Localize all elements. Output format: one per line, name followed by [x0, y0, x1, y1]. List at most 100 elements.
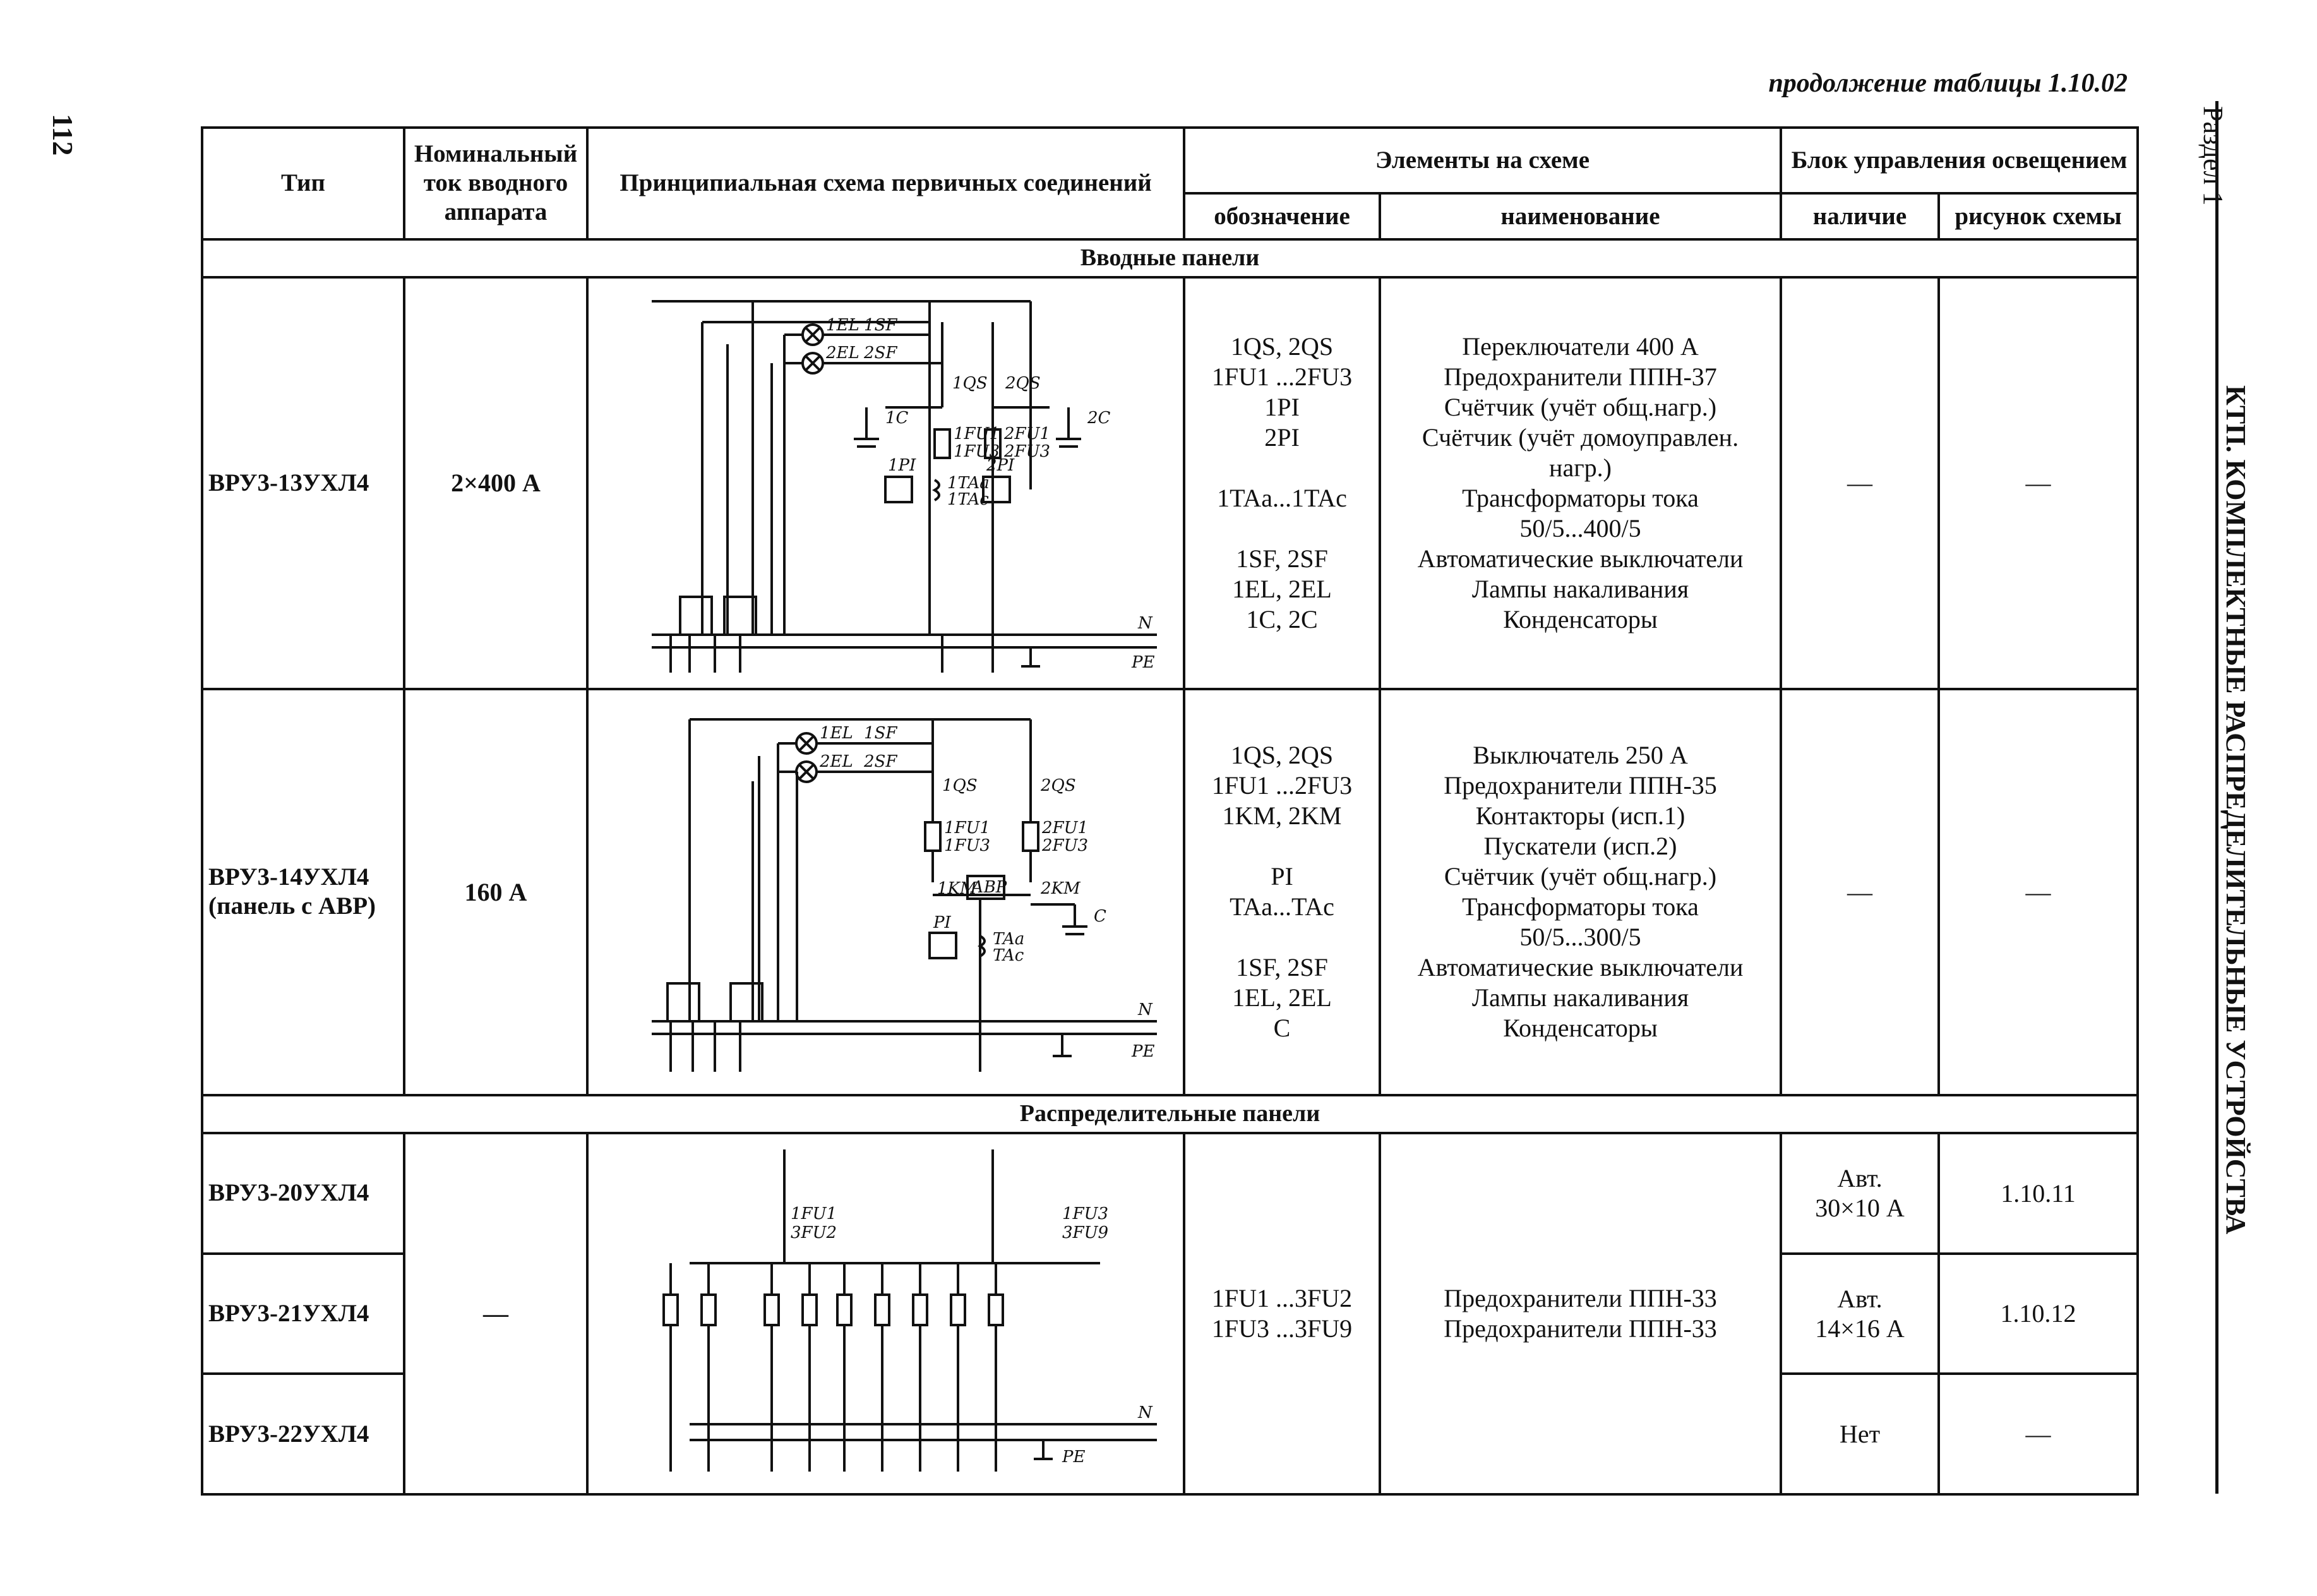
header-designation: обозначение	[1183, 192, 1381, 241]
header-figure: рисунок схемы	[1937, 192, 2140, 241]
row1-current: 2×400 А	[403, 275, 589, 691]
scheme-label: C	[1094, 907, 1106, 926]
scheme-label: 2EL	[825, 344, 859, 363]
side-section-label: Раздел 1	[2198, 106, 2229, 206]
scheme-label: TAc	[993, 946, 1024, 965]
fuse-branch	[912, 1293, 928, 1326]
fuse-branch	[874, 1293, 890, 1326]
dist-scheme: 1FU1 3FU2 1FU3 3FU9 N PE	[586, 1131, 1185, 1496]
row1-type: ВРУ3-13УХЛ4	[201, 275, 405, 691]
dist-figure-1: 1.10.11	[1937, 1131, 2140, 1255]
fuse-branch	[988, 1293, 1004, 1326]
scheme-label: 2FU3	[1041, 836, 1088, 855]
fuse-branch	[950, 1293, 966, 1326]
fuse-branch	[801, 1293, 818, 1326]
scheme-label: 1SF	[864, 724, 897, 743]
fuse-branch	[763, 1293, 780, 1326]
dist-presence-1: Авт. 30×10 А	[1780, 1131, 1940, 1255]
scheme-label: N	[1137, 614, 1153, 633]
scheme-label: PI	[933, 913, 951, 932]
scheme-label: 1FU3	[944, 836, 990, 855]
row2-designations: 1QS, 2QS 1FU1 ...2FU3 1KM, 2KM PI TAa...…	[1183, 688, 1381, 1096]
dist-presence-2: Авт. 14×16 А	[1780, 1252, 1940, 1376]
scheme-label: 3FU9	[1062, 1223, 1108, 1242]
row2-names: Выключатель 250 А Предохранители ППН-35 …	[1379, 688, 1782, 1096]
header-name: наименование	[1379, 192, 1782, 241]
scheme-label: N	[1137, 1000, 1153, 1019]
fuse-branch	[662, 1293, 679, 1326]
dist-type-3: ВРУ3-22УХЛ4	[201, 1372, 405, 1496]
fuse-branch	[836, 1293, 853, 1326]
row1-figure: —	[1937, 275, 2140, 691]
dist-type-2: ВРУ3-21УХЛ4	[201, 1252, 405, 1376]
row2-type: ВРУ3-14УХЛ4 (панель с АВР)	[201, 688, 405, 1096]
row2-scheme: 1EL 1SF 2EL 2SF 1QS 2QS 1FU1 1FU3 2FU1 2…	[586, 688, 1185, 1096]
scheme-label: 3FU2	[791, 1223, 837, 1242]
scheme-label: 2EL	[819, 752, 853, 771]
scheme-label: TAa	[993, 930, 1024, 949]
scheme-label: 1EL	[820, 724, 853, 743]
side-chapter-title: КТП. КОМПЛЕКТНЫЕ РАСПРЕДЕЛИТЕЛЬНЫЕ УСТРО…	[2220, 385, 2251, 1235]
scheme-label: 2PI	[986, 456, 1015, 475]
scheme-label: 1PI	[888, 456, 916, 475]
dist-designations: 1FU1 ...3FU2 1FU3 ...3FU9	[1183, 1131, 1381, 1496]
header-type: Тип	[201, 126, 405, 241]
row2-presence: —	[1780, 688, 1940, 1096]
fuse-branch	[700, 1293, 717, 1326]
scheme-label: 1FU3	[954, 442, 1000, 461]
scheme-label: 2QS	[1040, 776, 1076, 795]
header-presence: наличие	[1780, 192, 1940, 241]
table-row: ВРУ3-14УХЛ4 (панель с АВР) 160 А	[201, 688, 2140, 1096]
page-number: 112	[47, 114, 79, 156]
scheme-label: 2FU1	[1041, 819, 1088, 837]
scheme-label: 1FU3	[1062, 1204, 1108, 1223]
row1-names: Переключатели 400 А Предохранители ППН-3…	[1379, 275, 1782, 691]
scheme-label: 1QS	[952, 374, 988, 393]
row2-current: 160 А	[403, 688, 589, 1096]
table-row: ВРУ3-22УХЛ4 Нет —	[201, 1372, 2140, 1496]
scheme-label: 2C	[1087, 409, 1111, 428]
row2-figure: —	[1937, 688, 2140, 1096]
scheme-label: 1EL	[826, 316, 859, 335]
scheme-label: 1TAa	[947, 474, 990, 493]
scheme-label: 2FU1	[1003, 424, 1050, 443]
dist-scheme-diagram: 1FU1 3FU2 1FU3 3FU9 N PE	[662, 1149, 1157, 1472]
header-lighting: Блок управления освещением	[1779, 126, 2140, 195]
section-input-panels: Вводные панели	[200, 237, 2140, 279]
dist-figure-3: —	[1937, 1372, 2140, 1496]
scheme-label: 2SF	[863, 344, 897, 363]
dist-current: —	[403, 1131, 589, 1496]
row1-presence: —	[1780, 275, 1940, 691]
dist-figure-2: 1.10.12	[1937, 1252, 2140, 1376]
scheme-label: 1FU1	[944, 819, 990, 837]
section-distribution-panels: Распределительные панели	[200, 1093, 2140, 1134]
scheme-label: 2QS	[1005, 374, 1041, 393]
scheme-label: PE	[1131, 653, 1154, 672]
table-row: ВРУ3-21УХЛ4 Авт. 14×16 А 1.10.12	[201, 1252, 2140, 1376]
scheme-label: 1SF	[864, 316, 897, 335]
dist-type-1: ВРУ3-20УХЛ4	[201, 1131, 405, 1255]
scheme-label: PE	[1062, 1448, 1085, 1467]
scheme-label: 1TAc	[947, 490, 989, 509]
dist-presence-3: Нет	[1780, 1372, 1940, 1496]
scheme-label: 2FU3	[1003, 442, 1050, 461]
scheme-label: 2KM	[1040, 879, 1081, 898]
scheme-label: 1FU1	[791, 1204, 837, 1223]
row1-designations: 1QS, 2QS 1FU1 ...2FU3 1PI 2PI 1TAa...1TA…	[1183, 275, 1381, 691]
table-row: ВРУ3-20УХЛ4 — 1FU1 3FU2 1FU3 3FU9 N	[201, 1131, 2140, 1496]
dist-names: Предохранители ППН-33 Предохранители ППН…	[1379, 1131, 1782, 1496]
continuation-caption: продолжение таблицы 1.10.02	[1768, 69, 2128, 98]
scheme-label: 1FU1	[954, 424, 1000, 443]
side-rule	[2215, 101, 2218, 1494]
scheme-label: 1KM	[937, 879, 978, 898]
scheme-label: 1QS	[942, 776, 978, 795]
header-elements: Элементы на схеме	[1183, 126, 1782, 195]
row1-scheme-diagram: 1EL 1SF 2EL 2SF 1QS 2QS 1C 2C 1FU1 1FU3 …	[652, 300, 1157, 673]
row1-scheme: 1EL 1SF 2EL 2SF 1QS 2QS 1C 2C 1FU1 1FU3 …	[586, 275, 1185, 691]
scheme-label: N	[1137, 1403, 1153, 1422]
panels-table: Тип Номинальный ток вводного аппарата Пр…	[200, 126, 2140, 1496]
scheme-label: PE	[1131, 1042, 1154, 1061]
scheme-label: АВР	[970, 878, 1007, 897]
table-row: ВРУ3-13УХЛ4 2×400 А	[201, 275, 2140, 691]
scheme-label: 2SF	[863, 752, 897, 771]
